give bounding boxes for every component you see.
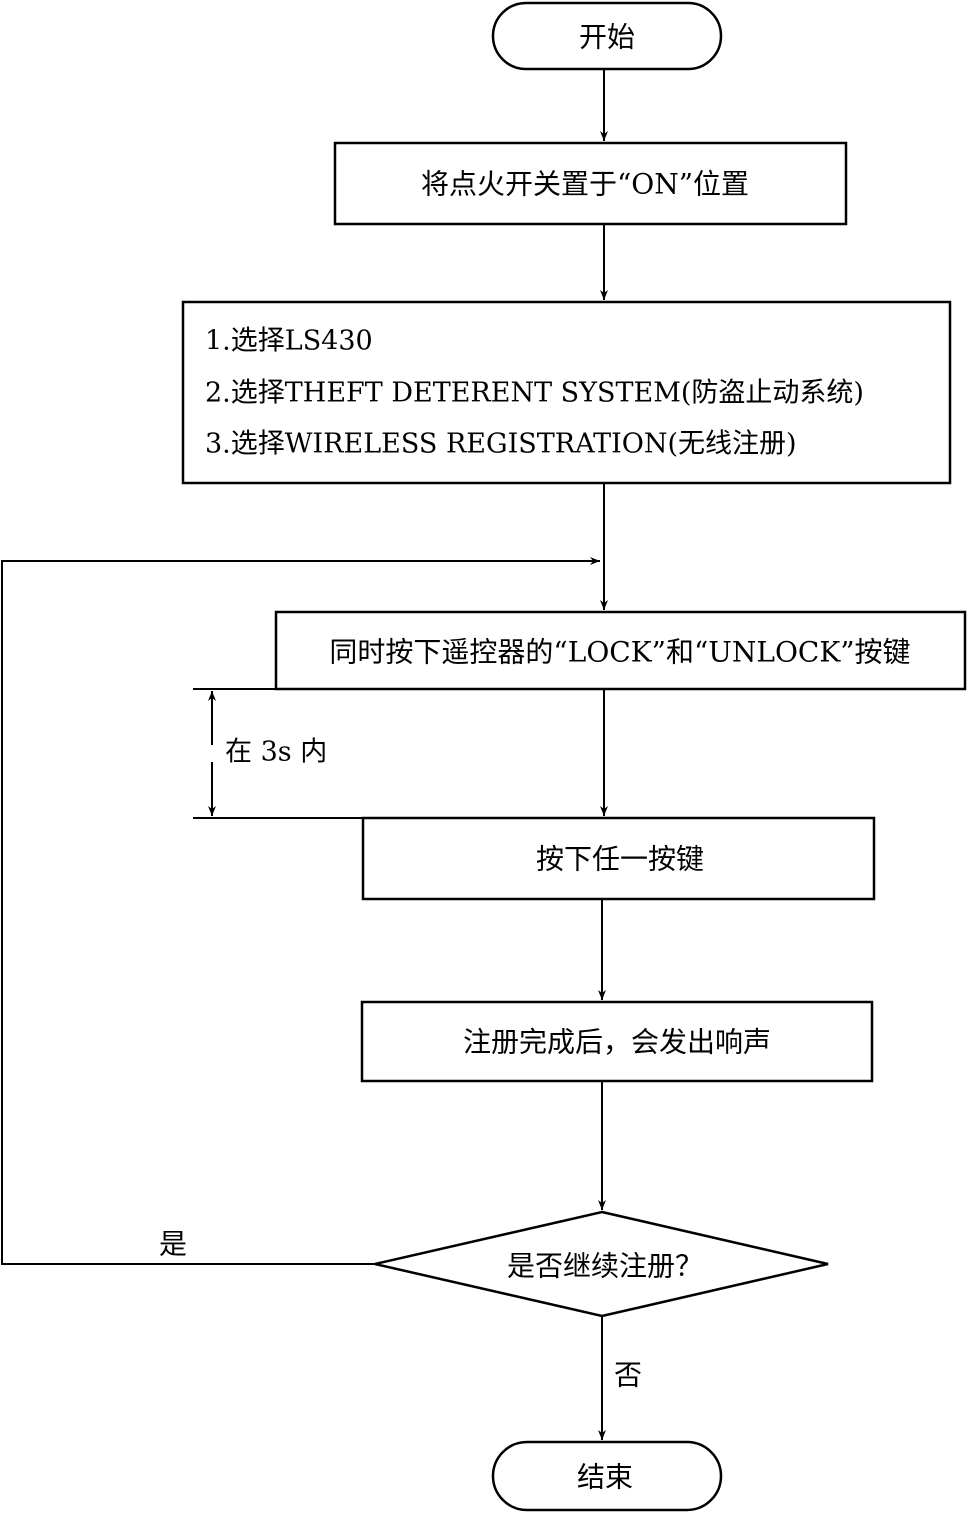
decision-label: 是否继续注册？ <box>507 1250 703 1283</box>
time-window-label: 在 3s 内 <box>225 737 327 768</box>
registration-done-step: 注册完成后，会发出响声 <box>360 1000 874 1083</box>
menu-line-2: 2.选择THEFT DETERENT SYSTEM(防盗止动系统) <box>205 378 864 409</box>
start-label: 开始 <box>579 21 635 54</box>
yes-label: 是 <box>159 1228 187 1261</box>
start-node: 开始 <box>491 1 723 71</box>
end-label: 结束 <box>577 1461 633 1494</box>
menu-selection-step: 1.选择LS430 2.选择THEFT DETERENT SYSTEM(防盗止动… <box>181 300 952 485</box>
loop-back-line <box>1 557 600 1265</box>
press-lock-unlock-step: 同时按下遥控器的“LOCK”和“UNLOCK”按键 <box>274 610 967 691</box>
ignition-step: 将点火开关置于“ON”位置 <box>333 141 848 226</box>
end-node: 结束 <box>491 1440 723 1512</box>
press-any-key-label: 按下任一按键 <box>536 843 704 876</box>
no-label: 否 <box>614 1359 642 1392</box>
press-any-key-step: 按下任一按键 <box>361 816 876 901</box>
press-lock-unlock-label: 同时按下遥控器的“LOCK”和“UNLOCK”按键 <box>329 636 910 669</box>
ignition-label: 将点火开关置于“ON”位置 <box>421 168 749 201</box>
menu-line-1: 1.选择LS430 <box>205 326 373 357</box>
registration-done-label: 注册完成后，会发出响声 <box>463 1026 771 1059</box>
menu-line-3: 3.选择WIRELESS REGISTRATION(无线注册) <box>205 429 797 460</box>
continue-decision: 是否继续注册？ <box>374 1210 829 1318</box>
time-window-bracket: 在 3s 内 <box>193 688 363 819</box>
